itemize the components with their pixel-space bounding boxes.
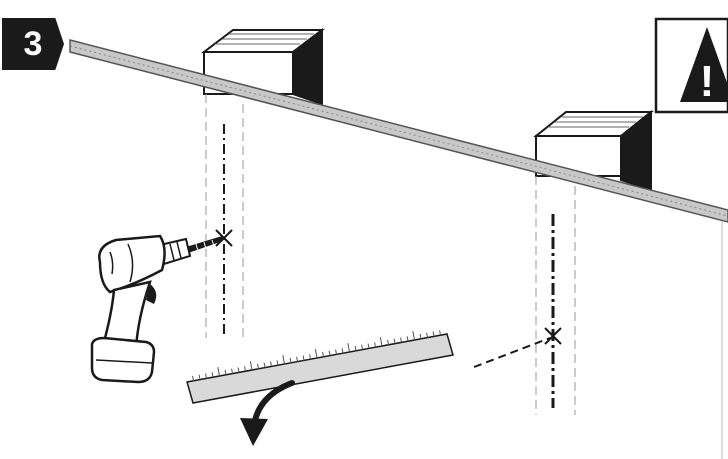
ruler-tick — [192, 375, 194, 381]
ruler-tick — [296, 356, 298, 362]
ruler-tick — [393, 338, 396, 344]
ruler-tick — [406, 336, 409, 342]
drill-mark-right — [544, 327, 562, 345]
ruler-tick — [270, 361, 272, 367]
ruler-tick — [354, 345, 357, 351]
ruler-tick — [282, 355, 285, 365]
guide-lines-right — [535, 176, 576, 415]
ruler-tick — [244, 366, 246, 372]
ruler-tick — [322, 351, 324, 357]
ruler-tick — [419, 333, 422, 339]
panel-edge — [69, 39, 728, 223]
ruler-tick — [249, 361, 253, 371]
ruler-tick — [335, 349, 337, 355]
ruler-tick — [412, 331, 415, 341]
curved-arrow-down-icon — [240, 380, 295, 446]
cordless-drill-icon — [90, 234, 223, 384]
warning-triangle-icon: ! — [680, 27, 728, 106]
guide-lines-left — [205, 94, 244, 338]
ruler-tick — [309, 354, 311, 360]
ruler-tick — [361, 344, 363, 350]
ruler-tick — [237, 367, 240, 373]
ruler-tick — [341, 348, 344, 354]
warning-box: ! — [654, 17, 728, 114]
ruler-tick — [432, 331, 435, 337]
ruler-tick — [289, 357, 292, 363]
ruler-tick — [439, 330, 441, 336]
ruler-tick — [379, 337, 383, 347]
ruler-tick — [224, 369, 227, 375]
ruler-tick — [257, 363, 259, 369]
ruler-icon — [186, 330, 454, 404]
ruler-tick — [205, 373, 207, 379]
ruler-tick — [400, 337, 402, 343]
ruler-tick — [347, 343, 350, 353]
ruler-tick — [217, 367, 220, 377]
ruler-tick — [231, 368, 233, 374]
measure-line — [473, 337, 551, 368]
ruler-tick — [426, 332, 428, 338]
drill-mark-left — [215, 229, 233, 247]
ruler-tick — [211, 372, 214, 378]
ruler-tick — [198, 374, 201, 380]
ruler-tick — [367, 343, 370, 349]
ruler-tick — [387, 339, 389, 345]
mounting-block-right — [533, 109, 654, 192]
ruler-tick — [374, 342, 376, 348]
step-badge: 3 — [2, 18, 64, 70]
ruler-tick — [314, 349, 318, 359]
ruler-tick — [263, 362, 266, 368]
warning-symbol: ! — [700, 57, 715, 106]
ruler-tick — [276, 360, 279, 366]
ruler-tick — [328, 350, 331, 356]
ruler-tick — [302, 355, 305, 361]
